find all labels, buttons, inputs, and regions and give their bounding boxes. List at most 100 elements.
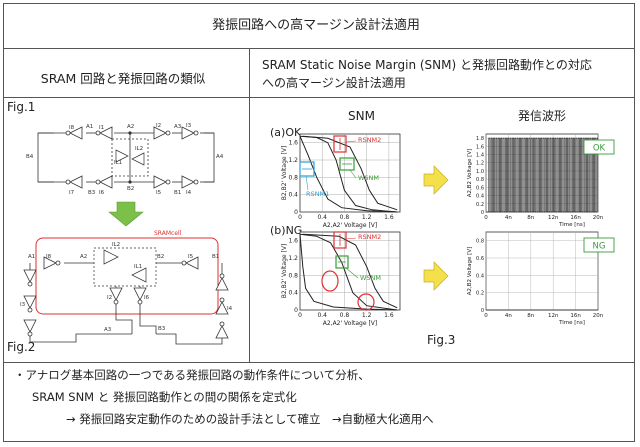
fig2-node-i8: I8: [46, 254, 52, 260]
fig3-label: Fig.3: [427, 333, 456, 347]
ng-badge: NG: [593, 242, 606, 252]
y-tick-label: 0.4: [476, 273, 484, 279]
note-line-2: SRAM SNM と 発振回路動作との間の関係を定式化: [32, 390, 297, 404]
y-tick-label: 0.4: [476, 194, 484, 200]
snm-curve-2: [302, 233, 398, 309]
x-tick-label: 8n: [527, 313, 534, 319]
y-tick-label: 0.8: [476, 239, 484, 245]
y-tick-label: 1.0: [476, 169, 484, 175]
sram-cell-label: SRAMcell: [154, 230, 182, 237]
ok-badge-box: [583, 139, 615, 155]
fig2-node-i3: I3: [20, 302, 26, 308]
x-tick-label: 0.8: [340, 214, 350, 221]
ok-rsnm2-label: RSNM2: [358, 136, 381, 144]
x-tick-label: 20n: [593, 313, 604, 319]
fig1-node-i5: I5: [156, 190, 162, 196]
fig1-node-b4: B4: [26, 154, 34, 160]
snm-ok-annotations: RSNM2 WSNM RSNM1: [299, 135, 381, 198]
y-tick-label: 1.2: [288, 255, 298, 262]
right-heading: SRAM Static Noise Margin (SNM) と発振回路動作との…: [262, 58, 592, 90]
fig1-node-i2: I2: [156, 123, 161, 129]
fig1-node-a2: A2: [127, 124, 134, 130]
y-tick-label: 0.6: [476, 185, 484, 191]
fig2-node-i6: I6: [144, 295, 150, 301]
fig1-node-il2: IL2: [135, 146, 143, 152]
fig1-node-i4: I4: [186, 190, 192, 196]
slide-title: 発振回路への高マージン設計法適用: [212, 18, 420, 33]
y-tick-label: 1.2: [476, 161, 484, 167]
x-tick-label: 12n: [548, 313, 559, 319]
y-tick-label: 0.4: [288, 290, 298, 297]
x-tick-label: 0: [484, 215, 488, 221]
fig1-node-i1: I1: [99, 125, 104, 131]
x-tick-label: 8n: [527, 215, 534, 221]
y-tick-label: 0: [294, 209, 298, 216]
x-tick-label: 16n: [570, 215, 581, 221]
fig2-label: Fig.2: [7, 340, 36, 354]
fig1-node-b1: B1: [174, 190, 181, 196]
fig2-node-b2: B2: [157, 254, 164, 260]
x-tick-label: 1.6: [384, 214, 394, 221]
plot-frame: [299, 231, 401, 311]
y-tick-label: 0: [481, 210, 484, 216]
note-line-3: → 発振回路安定動作のための設計手法として確立 →自動極大化適用へ: [66, 412, 434, 426]
y-tick-label: 0.4: [288, 192, 298, 199]
fig2-sram-circuit: SRAMcell A1 I8 A2 B2 I5 B1 I2 I6: [20, 230, 233, 345]
x-tick-label: 1.2: [362, 312, 372, 319]
fig2-node-il1: IL1: [134, 264, 142, 270]
case-ng-label: (b)NG: [270, 224, 302, 237]
title-divider: [3, 48, 635, 49]
fig2-node-i5: I5: [188, 254, 194, 260]
fig1-node-i3: I3: [186, 123, 192, 129]
fig3-snm-and-waveforms: SNM 発信波形 (a)OK (b)NG 000.40.40.80.81.21.…: [270, 109, 615, 327]
fig1-node-a4: A4: [216, 154, 224, 160]
x-tick-label: 0.8: [340, 312, 350, 319]
y-axis-label: A2,B2 Voltage [V]: [467, 149, 473, 197]
fig1-node-b3: B3: [88, 190, 96, 196]
x-axis-label: Time [ns]: [558, 320, 585, 326]
snm-curve-1: [299, 234, 398, 311]
x-tick-label: 16n: [570, 313, 581, 319]
x-tick-label: 4n: [505, 313, 512, 319]
snm-curve-0: [299, 135, 398, 213]
y-tick-label: 0.2: [476, 291, 484, 297]
fig1-node-b2: B2: [127, 186, 134, 192]
x-tick-label: 4n: [505, 215, 512, 221]
arrow-ng: [423, 261, 449, 291]
y-axis-label: B2,B2' Voltage [V]: [281, 244, 288, 299]
fig1-ring-oscillator: I8 I1 A1 A2 I2 A3 I3 A4 B4 I7 B3 I6 B2 I…: [26, 123, 224, 196]
wave-column-title: 発信波形: [518, 109, 566, 123]
fig1-node-a1: A1: [86, 124, 93, 130]
snm-column-title: SNM: [348, 109, 375, 123]
fig2-node-i2: I2: [107, 295, 112, 301]
y-axis-label: A2,B2 Voltage [V]: [467, 247, 473, 295]
y-tick-label: 1.4: [476, 153, 484, 159]
column-divider: [249, 48, 250, 362]
arrow-ok: [423, 165, 449, 195]
y-tick-label: 0: [294, 307, 298, 314]
x-tick-label: 1.2: [362, 214, 372, 221]
ok-badge: OK: [593, 144, 606, 154]
fig2-node-a2: A2: [80, 254, 87, 260]
fig1-node-a3: A3: [174, 124, 182, 130]
y-tick-label: 0.8: [288, 174, 298, 181]
snm-ng-annotations: RSNM2 WSNM: [321, 231, 381, 311]
case-ok-label: (a)OK: [270, 126, 302, 139]
fig2-node-a1: A1: [28, 254, 35, 260]
fig1-node-i7: I7: [69, 190, 75, 196]
x-tick-label: 1.6: [384, 312, 394, 319]
waveform: [486, 137, 598, 213]
y-tick-label: 1.6: [288, 238, 298, 245]
snm-curve-2: [302, 135, 398, 211]
fig1-node-i6: I6: [99, 190, 105, 196]
transform-arrow: [108, 201, 144, 227]
fig2-node-b3: B3: [158, 326, 166, 332]
left-heading: SRAM 回路と発振回路の類似: [40, 71, 206, 86]
fig2-node-a3: A3: [104, 327, 112, 333]
y-tick-label: 0.6: [476, 256, 484, 262]
heading-divider: [3, 97, 635, 98]
y-tick-label: 0.8: [476, 177, 484, 183]
fig2-node-il2: IL2: [112, 242, 120, 248]
ng-wsnm-label: WSNM: [360, 274, 381, 282]
circuit-figures: I8 I1 A1 A2 I2 A3 I3 A4 B4 I7 B3 I6 B2 I…: [20, 123, 233, 345]
